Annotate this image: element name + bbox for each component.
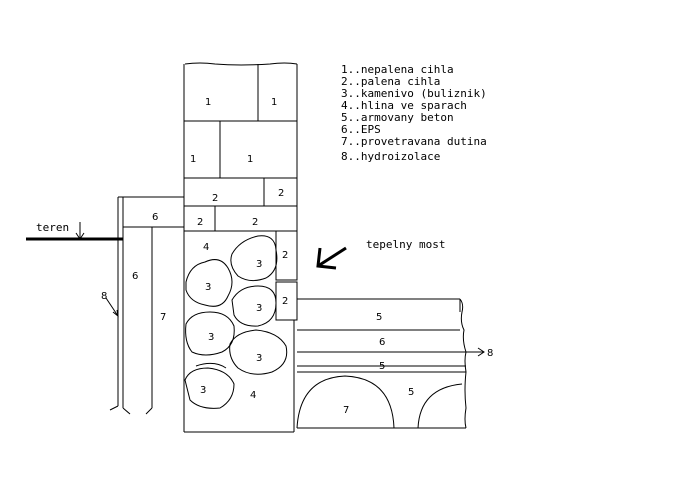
- label-concrete-arch: 5: [408, 387, 414, 398]
- legend-item-7: 7..provetravana dutina: [341, 135, 487, 148]
- label-stone-3: 3: [256, 303, 262, 314]
- thermal-bridge-arrow: [316, 246, 347, 270]
- label-stone-6: 3: [200, 385, 206, 396]
- label-eps-top: 6: [152, 212, 158, 223]
- label-fill-bottom: 4: [250, 390, 256, 401]
- legend-item-5: 5..armovany beton: [341, 111, 454, 124]
- label-stone-5: 3: [256, 353, 262, 364]
- label-brick2-e: 2: [282, 250, 288, 261]
- label-eps-floor: 6: [379, 337, 385, 348]
- terrain: [26, 222, 123, 241]
- rubble-stones: [184, 235, 288, 409]
- hydro-pointer-left: [105, 297, 119, 318]
- floor-slab: [296, 298, 468, 429]
- external-insulation: [109, 196, 185, 415]
- label-brick2-b: 2: [278, 188, 284, 199]
- legend-item-2: 2..palena cihla: [341, 75, 440, 88]
- label-brick1-a: 1: [205, 97, 211, 108]
- thermal-bridge-label: tepelny most: [366, 238, 445, 251]
- label-brick1-b: 1: [271, 97, 277, 108]
- label-fill-top: 4: [203, 242, 209, 253]
- hydro-pointer-right: [466, 347, 485, 357]
- label-eps-vertical: 6: [132, 271, 138, 282]
- label-concrete-mid: 5: [379, 361, 385, 372]
- wall: [183, 62, 298, 433]
- label-cavity-floor: 7: [343, 405, 349, 416]
- label-stone-2: 3: [256, 259, 262, 270]
- label-brick2-a: 2: [212, 193, 218, 204]
- legend-item-4: 4..hlina ve sparach: [341, 99, 467, 112]
- label-brick2-c: 2: [197, 217, 203, 228]
- label-stone-1: 3: [205, 282, 211, 293]
- label-cavity-left: 7: [160, 312, 166, 323]
- terrain-label: teren: [36, 221, 69, 234]
- label-hydro-right: 8: [487, 348, 493, 359]
- legend-item-1: 1..nepalena cihla: [341, 63, 454, 76]
- label-brick2-f: 2: [282, 296, 288, 307]
- label-brick1-d: 1: [247, 154, 253, 165]
- label-concrete-top: 5: [376, 312, 382, 323]
- label-brick2-d: 2: [252, 217, 258, 228]
- legend-item-8: 8..hydroizolace: [341, 150, 440, 163]
- label-brick1-c: 1: [190, 154, 196, 165]
- legend-item-6: 6..EPS: [341, 123, 381, 136]
- label-stone-4: 3: [208, 332, 214, 343]
- region-labels: 1 1 1 1 2 2 2 2 2 2 6 6 7 4 4 3 3 3 3 3 …: [101, 97, 493, 416]
- legend: 1..nepalena cihla 2..palena cihla 3..kam…: [341, 63, 487, 163]
- legend-item-3: 3..kamenivo (buliznik): [341, 87, 487, 100]
- label-hydro-left: 8: [101, 291, 107, 302]
